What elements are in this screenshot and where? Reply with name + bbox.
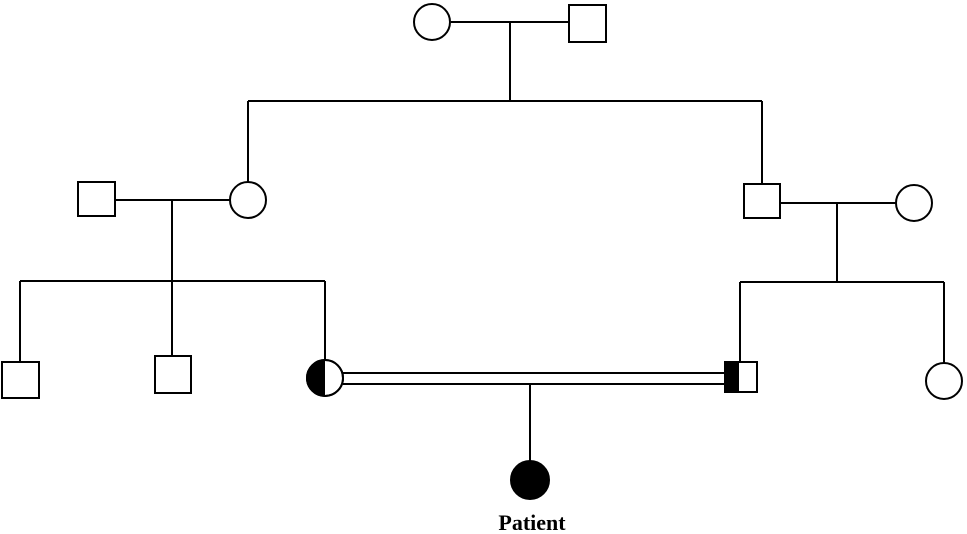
patient-label: Patient (498, 510, 566, 534)
cousin-1-symbol (1, 361, 40, 399)
son-wife-symbol (895, 184, 933, 222)
cousin-2-symbol (154, 355, 192, 394)
patient-symbol (510, 460, 550, 500)
cousin-3-symbol (925, 362, 963, 400)
mother-carrier-symbol (306, 359, 344, 397)
grandmother-symbol (413, 3, 451, 41)
daughter-symbol (229, 181, 267, 219)
son-symbol (743, 183, 781, 219)
uncle-by-marriage-symbol (77, 181, 116, 217)
father-carrier-symbol (724, 361, 758, 393)
grandfather-symbol (568, 4, 607, 43)
